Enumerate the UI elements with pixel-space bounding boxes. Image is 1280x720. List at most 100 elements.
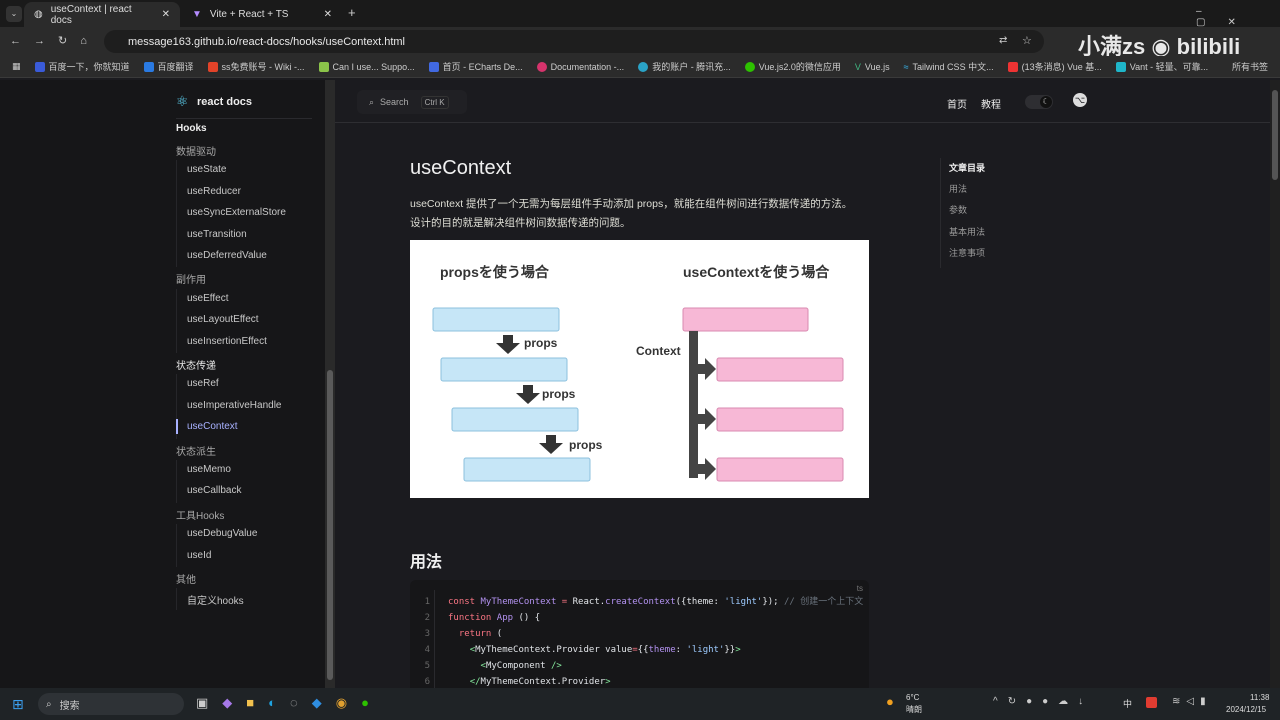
tab-usecontext[interactable]: ◍ useContext | react docs ✕ <box>24 2 180 27</box>
clock-time[interactable]: 11:38 <box>1250 693 1270 702</box>
bookmark[interactable]: 百度一下，你就知道 <box>34 60 130 73</box>
sidebar-item[interactable]: useState <box>187 164 227 176</box>
ime-indicator[interactable]: 中 <box>1123 699 1133 709</box>
windows-start-icon[interactable]: ⊞ <box>12 696 24 712</box>
arrow-down-icon <box>496 335 520 354</box>
code-lang: ts <box>856 584 863 593</box>
search-button[interactable]: ⌕Search Ctrl K <box>357 90 467 114</box>
nav-home[interactable]: 首页 <box>947 100 967 111</box>
url-input[interactable]: message163.github.io/react-docs/hooks/us… <box>104 30 1044 53</box>
sidebar-item[interactable]: useMemo <box>187 464 231 475</box>
page-scroll-thumb[interactable] <box>1272 90 1278 180</box>
bookmark-label: (13条消息) Vue 基... <box>1021 62 1102 72</box>
sidebar-group-label[interactable]: 其他 <box>176 575 196 586</box>
sidebar-title: Hooks <box>176 123 207 134</box>
nav-tutorial[interactable]: 教程 <box>981 100 1001 111</box>
taskbar-search[interactable]: ⌕搜索 <box>38 693 184 715</box>
toc-item[interactable]: 用法 <box>949 184 968 194</box>
arrow-right-icon <box>698 358 716 380</box>
all-bookmarks[interactable]: 所有书签 <box>1231 62 1268 72</box>
taskbar: ⊞ ⌕搜索 ▣◆■◐◌◆◉● ● 6°C 晴朗 ^↻●●☁↓ 中 ≋◁▮ 11:… <box>0 688 1280 720</box>
translate-icon[interactable]: ⇄ <box>999 35 1008 46</box>
bookmark[interactable]: (13条消息) Vue 基... <box>1007 60 1102 73</box>
arrow-down-icon <box>539 435 563 454</box>
consumer-box <box>716 457 844 482</box>
app-tray-icon[interactable] <box>1146 697 1157 708</box>
sidebar-item[interactable]: useCallback <box>187 485 242 497</box>
theme-toggle[interactable]: ☾ <box>1025 95 1053 109</box>
group-line <box>176 374 177 439</box>
group-line <box>176 588 177 610</box>
sidebar-item[interactable]: useTransition <box>187 228 247 240</box>
sidebar-item[interactable]: useContext <box>187 421 238 433</box>
pinned-apps[interactable]: ▣◆■◐◌◆◉● <box>196 695 383 710</box>
diagram-right-title: useContextを使う場合 <box>683 264 830 280</box>
search-label: 搜索 <box>59 700 80 712</box>
line-number: 2 <box>424 613 430 623</box>
github-icon[interactable]: ⌥ <box>1073 93 1087 107</box>
star-icon[interactable]: ☆ <box>1022 35 1032 47</box>
tab-vite[interactable]: ▼ Vite + React + TS ✕ <box>182 2 342 27</box>
window-controls[interactable]: –▢✕ <box>1196 6 1258 28</box>
code-content[interactable]: const MyThemeContext = React.createConte… <box>448 597 864 687</box>
close-icon[interactable]: ✕ <box>161 9 170 20</box>
sidebar-item[interactable]: useLayoutEffect <box>187 314 259 326</box>
sidebar-item[interactable]: useDebugValue <box>187 528 258 540</box>
toc-item[interactable]: 参数 <box>949 205 968 215</box>
sidebar-group-label[interactable]: 状态传递 <box>176 361 216 372</box>
sidebar-item[interactable]: useId <box>187 549 212 561</box>
page-scrollbar[interactable] <box>1270 80 1280 688</box>
sidebar-item[interactable]: useInsertionEffect <box>187 335 267 347</box>
sidebar-item[interactable]: useSyncExternalStore <box>187 207 286 219</box>
bookmark[interactable]: Vue.js2.0的微信应用 <box>744 60 841 73</box>
gutter-divider <box>434 590 435 688</box>
sidebar-item[interactable]: useReducer <box>187 185 241 197</box>
line-number: 4 <box>424 645 430 655</box>
bookmark[interactable]: 百度翻译 <box>143 60 194 73</box>
context-line <box>689 331 698 478</box>
bookmark[interactable]: ss免费账号 - Wiki -... <box>207 60 305 73</box>
bookmark[interactable]: ≈Tailwind CSS 中文... <box>903 61 994 73</box>
sidebar-item[interactable]: 自定义hooks <box>187 596 244 608</box>
intro-text: 设计的目的就是解决组件树间数据传递的问题。 <box>410 217 631 229</box>
toc-item[interactable]: 基本用法 <box>949 227 986 237</box>
sidebar-item[interactable]: useEffect <box>187 292 229 304</box>
address-bar-row: ←→↻⌂ message163.github.io/react-docs/hoo… <box>0 27 1280 59</box>
toc-item[interactable]: 注意事项 <box>949 248 986 258</box>
section-heading: 用法 <box>410 554 443 571</box>
arrow-right-icon <box>698 458 716 480</box>
sidebar-item[interactable]: useImperativeHandle <box>187 399 282 411</box>
sidebar-group-label[interactable]: 工具Hooks <box>176 510 225 522</box>
bookmark[interactable]: Can I use... Suppo... <box>318 61 415 72</box>
close-icon[interactable]: ✕ <box>323 9 332 20</box>
bookmark[interactable]: 我的账户 - 腾讯充... <box>638 60 731 73</box>
system-tray[interactable]: ^↻●●☁↓ <box>993 696 1094 707</box>
sidebar-group-label[interactable]: 副作用 <box>176 275 206 287</box>
group-line <box>176 460 177 503</box>
bookmark[interactable]: Documentation -... <box>536 61 624 72</box>
clock-date[interactable]: 2024/12/15 <box>1226 705 1267 714</box>
site-logo[interactable]: react docs <box>197 96 253 108</box>
top-nav: ⌕Search Ctrl K 首页 教程 ☾ ⌥ <box>335 80 1270 123</box>
bookmark[interactable]: Vant - 轻量、可靠... <box>1115 60 1208 73</box>
new-tab-button[interactable]: + <box>348 5 356 20</box>
network-volume-battery-icons[interactable]: ≋◁▮ <box>1172 696 1212 707</box>
nav-buttons[interactable]: ←→↻⌂ <box>10 35 100 47</box>
bookmark[interactable]: 首页 - ECharts De... <box>428 60 523 73</box>
bookmark-label: 百度一下，你就知道 <box>48 62 130 72</box>
tab-title: Vite + React + TS <box>209 9 289 20</box>
apps-icon[interactable]: ▦ <box>12 61 21 71</box>
sidebar-group-label[interactable]: 状态派生 <box>176 446 216 458</box>
search-label: Search <box>380 97 409 107</box>
toc-divider <box>940 158 941 268</box>
sidebar-scroll-thumb[interactable] <box>327 370 333 680</box>
tab-search-button[interactable]: ⌄ <box>6 6 22 22</box>
group-line <box>176 160 177 268</box>
line-number: 1 <box>424 597 430 607</box>
sidebar-item[interactable]: useRef <box>187 378 219 390</box>
sidebar-group-label[interactable]: 数据驱动 <box>176 147 216 158</box>
sidebar-item[interactable]: useDeferredValue <box>187 250 267 261</box>
search-icon: ⌕ <box>369 96 375 107</box>
